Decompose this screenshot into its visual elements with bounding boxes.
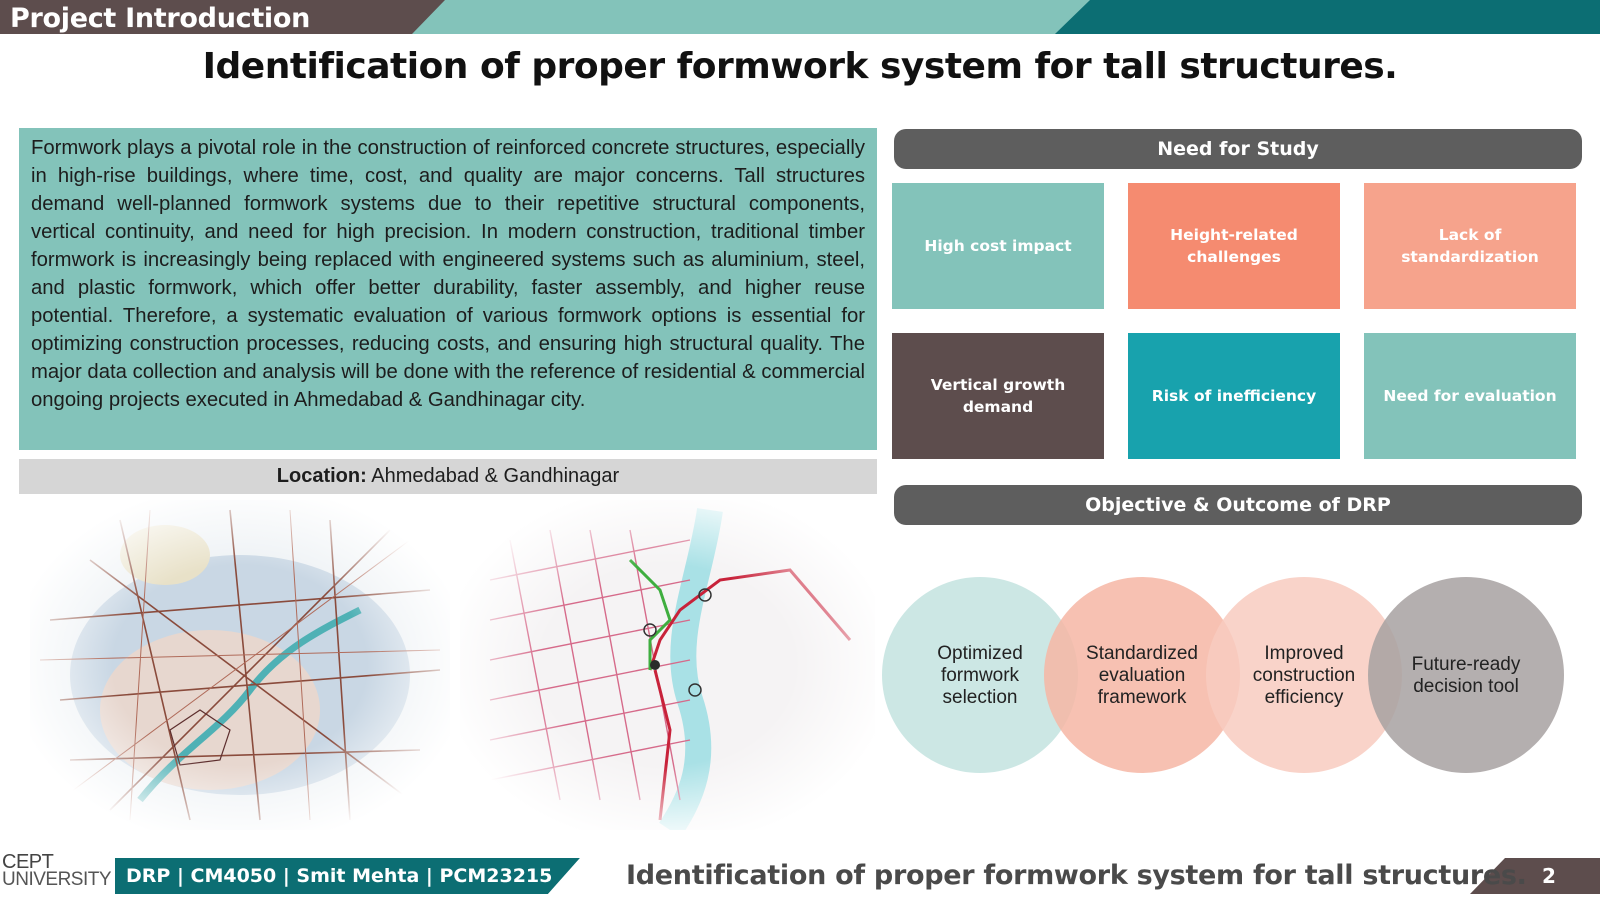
top-banner: [0, 0, 1600, 34]
circle-improved-construction-efficiency: [1206, 577, 1402, 773]
circle-standardized-evaluation-framework: [1044, 577, 1240, 773]
tile-need-for-evaluation: Need for evaluation: [1364, 333, 1576, 459]
tile-risk-of-inefficiency: Risk of inefficiency: [1128, 333, 1340, 459]
regional-map-image: [30, 500, 450, 830]
circle-optimized-formwork-selection: [882, 577, 1078, 773]
city-map-image: [460, 500, 875, 830]
tile-label: High cost impact: [924, 237, 1072, 255]
intro-paragraph: Formwork plays a pivotal role in the con…: [31, 137, 865, 411]
tile-label: Lack of standardization: [1401, 226, 1539, 266]
location-value: Ahmedabad & Gandhinagar: [366, 465, 620, 487]
tile-label: Height-related challenges: [1170, 226, 1298, 266]
circle-future-ready-decision-tool: [1368, 577, 1564, 773]
tile-vertical-growth-demand: Vertical growth demand: [892, 333, 1104, 459]
tile-height-related-challenges: Height-related challenges: [1128, 183, 1340, 309]
section-label: Project Introduction: [10, 3, 311, 34]
footer-title: Identification of proper formwork system…: [626, 860, 1527, 891]
location-label: Location:: [276, 465, 367, 487]
objective-header: Objective & Outcome of DRP: [894, 485, 1582, 525]
footer-band: [0, 858, 1600, 900]
tile-lack-of-standardization: Lack of standardization: [1364, 183, 1576, 309]
tile-high-cost-impact: High cost impact: [892, 183, 1104, 309]
cept-logo-bottom: UNIVERSITY: [2, 869, 112, 890]
footer-credit: DRP | CM4050 | Smit Mehta | PCM23215: [126, 865, 553, 887]
cept-logo-top: CEPT: [2, 851, 54, 873]
slide-title: Identification of proper formwork system…: [202, 46, 1398, 87]
location-bar: Location: Ahmedabad & Gandhinagar: [19, 459, 877, 494]
need-for-study-header: Need for Study: [894, 129, 1582, 169]
page-number: 2: [1542, 864, 1556, 888]
tile-label: Vertical growth demand: [930, 376, 1066, 416]
intro-text-box: Formwork plays a pivotal role in the con…: [19, 128, 877, 450]
tile-label: Need for evaluation: [1383, 387, 1557, 405]
tile-label: Risk of inefficiency: [1151, 387, 1317, 405]
